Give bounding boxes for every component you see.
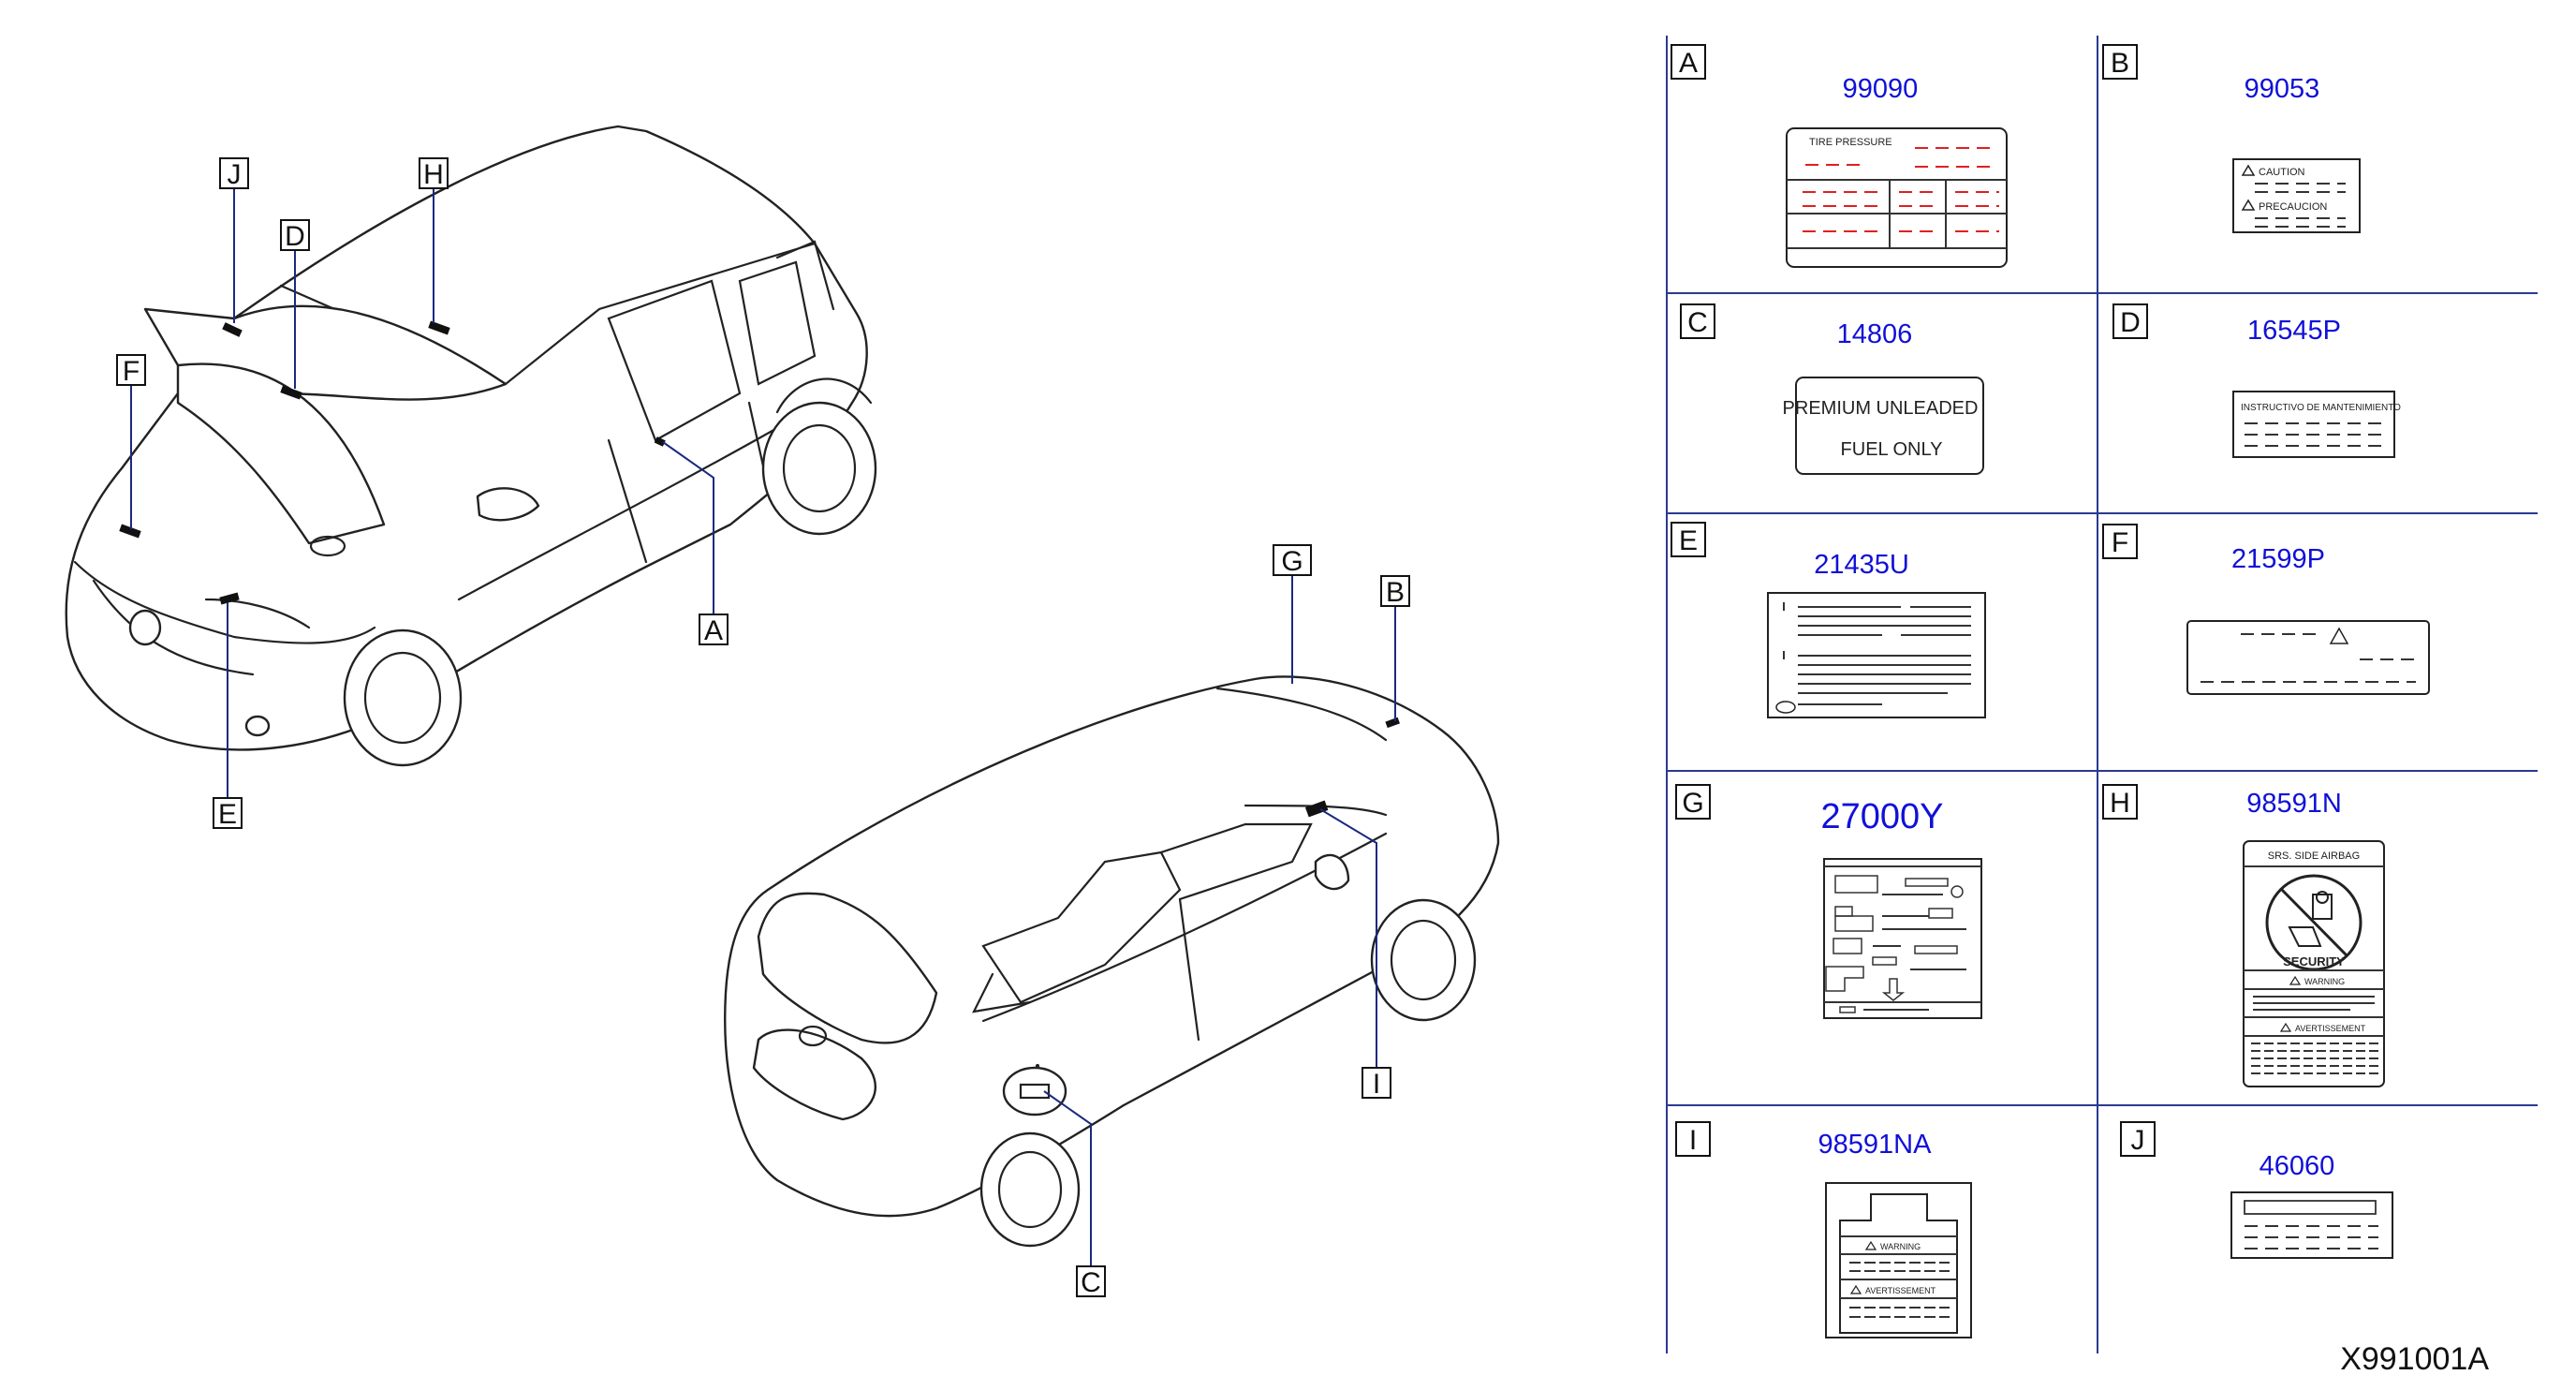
cell-f: F 21599P bbox=[2102, 524, 2430, 695]
cell-letter: J bbox=[2131, 1125, 2145, 1156]
warning-triangle-icon bbox=[2241, 199, 2256, 211]
callout-e[interactable]: E bbox=[213, 797, 243, 830]
emission-label bbox=[1767, 592, 1986, 718]
premium-unleaded-text: PREMIUM UNLEADED bbox=[1783, 398, 1979, 419]
warning-triangle-icon bbox=[2241, 164, 2256, 176]
cell-e: E 21435U bbox=[1671, 522, 1986, 718]
tire-pressure-label: TIRE PRESSURE bbox=[1786, 127, 2008, 268]
callout-g[interactable]: G bbox=[1273, 544, 1312, 577]
callout-h[interactable]: H bbox=[419, 157, 449, 190]
instructivo-text: INSTRUCTIVO DE MANTENIMIENTO bbox=[2241, 403, 2401, 413]
callout-c[interactable]: C bbox=[1076, 1265, 1106, 1298]
part-number: 21599P bbox=[2231, 544, 2325, 574]
warning-text: WARNING bbox=[1880, 1242, 1921, 1251]
cell-letter: H bbox=[2110, 788, 2130, 819]
callout-label: H bbox=[423, 159, 444, 190]
precaucion-text: PRECAUCION bbox=[2259, 201, 2327, 213]
diagram-code: X991001A bbox=[2340, 1341, 2489, 1377]
cell-letter: I bbox=[1689, 1125, 1697, 1156]
callout-i[interactable]: I bbox=[1362, 1067, 1391, 1100]
callout-label: A bbox=[704, 615, 723, 646]
srs-warning-label: WARNING AVERTISSEMENT bbox=[1825, 1182, 1972, 1338]
callout-label: F bbox=[123, 356, 140, 387]
maintenance-label: INSTRUCTIVO DE MANTENIMIENTO bbox=[2232, 391, 2401, 458]
cell-g: G 27000Y bbox=[1675, 784, 1982, 1019]
callout-label: E bbox=[218, 799, 237, 830]
callout-label: I bbox=[1373, 1069, 1380, 1100]
info-label bbox=[2230, 1191, 2393, 1259]
fuel-label: PREMIUM UNLEADED FUEL ONLY bbox=[1783, 377, 1984, 475]
warning-triangle-icon bbox=[2329, 627, 2349, 644]
callout-label: D bbox=[285, 221, 305, 252]
rear-car-illustration bbox=[724, 675, 1500, 1248]
cell-a: A 99090 TIRE PRESSURE bbox=[1671, 44, 2008, 268]
cell-j: J 46060 bbox=[2120, 1121, 2393, 1259]
callout-j[interactable]: J bbox=[219, 157, 249, 190]
cell-b: B 99053 CAUTION PRECAUCION bbox=[2102, 44, 2361, 233]
cell-letter: C bbox=[1687, 307, 1708, 338]
warning-triangle-icon bbox=[1864, 1240, 1877, 1250]
warning-triangle-icon bbox=[1849, 1284, 1862, 1294]
cell-h: H 98591N SRS. SIDE AIRBAG SECURITY WARNI… bbox=[2102, 784, 2385, 1087]
vehicle-emission-control-label bbox=[1823, 858, 1982, 1019]
cell-letter: F bbox=[2112, 527, 2128, 558]
srs-side-airbag-label: SRS. SIDE AIRBAG SECURITY WARNING AVERTI… bbox=[2243, 840, 2385, 1087]
part-number: 99053 bbox=[2245, 74, 2320, 104]
avertissement-text: AVERTISSEMENT bbox=[1865, 1286, 1936, 1295]
part-number: 46060 bbox=[2260, 1151, 2335, 1181]
callout-label: C bbox=[1081, 1267, 1101, 1298]
callout-d[interactable]: D bbox=[280, 219, 310, 252]
callout-a[interactable]: A bbox=[699, 614, 729, 646]
fuel-only-text: FUEL ONLY bbox=[1841, 439, 1943, 460]
callout-label: G bbox=[1281, 546, 1303, 577]
callout-label: J bbox=[228, 159, 242, 190]
cell-letter: A bbox=[1679, 48, 1698, 79]
part-number: 16545P bbox=[2247, 316, 2341, 346]
warning-triangle-icon bbox=[2279, 1022, 2292, 1032]
caution-text: CAUTION bbox=[2259, 167, 2305, 178]
callout-f[interactable]: F bbox=[116, 354, 146, 387]
part-number: 99090 bbox=[1843, 74, 1919, 104]
callout-b[interactable]: B bbox=[1380, 575, 1410, 608]
arrow-down-icon bbox=[1881, 978, 1906, 1001]
part-number: 21435U bbox=[1814, 550, 1909, 580]
srs-side-airbag-text: SRS. SIDE AIRBAG bbox=[2268, 850, 2360, 862]
cell-i: I 98591NA WARNING AVERTISSEMENT bbox=[1675, 1121, 1972, 1338]
cell-c: C 14806 PREMIUM UNLEADED FUEL ONLY bbox=[1680, 303, 1984, 475]
cell-letter: D bbox=[2120, 307, 2141, 338]
front-car-illustration bbox=[65, 125, 877, 767]
label-grid bbox=[1666, 36, 2538, 1353]
cell-letter: E bbox=[1679, 525, 1698, 556]
tire-pressure-text: TIRE PRESSURE bbox=[1809, 137, 1892, 148]
warning-triangle-icon bbox=[2289, 975, 2302, 985]
cell-d: D 16545P INSTRUCTIVO DE MANTENIMIENTO bbox=[2112, 303, 2401, 458]
cell-letter: B bbox=[2111, 48, 2129, 79]
security-text: SECURITY bbox=[2283, 954, 2345, 969]
part-number: 98591N bbox=[2246, 789, 2342, 819]
avertissement-text: AVERTISSEMENT bbox=[2295, 1024, 2366, 1033]
part-number: 98591NA bbox=[1818, 1130, 1933, 1160]
cell-letter: G bbox=[1682, 788, 1703, 819]
warning-label bbox=[2186, 620, 2430, 695]
part-number: 27000Y bbox=[1820, 797, 1943, 836]
callout-label: B bbox=[1386, 577, 1405, 608]
part-number: 14806 bbox=[1837, 319, 1913, 349]
caution-label: CAUTION PRECAUCION bbox=[2232, 158, 2361, 233]
warning-text: WARNING bbox=[2304, 977, 2345, 986]
nissan-logo-icon bbox=[1775, 701, 1796, 714]
